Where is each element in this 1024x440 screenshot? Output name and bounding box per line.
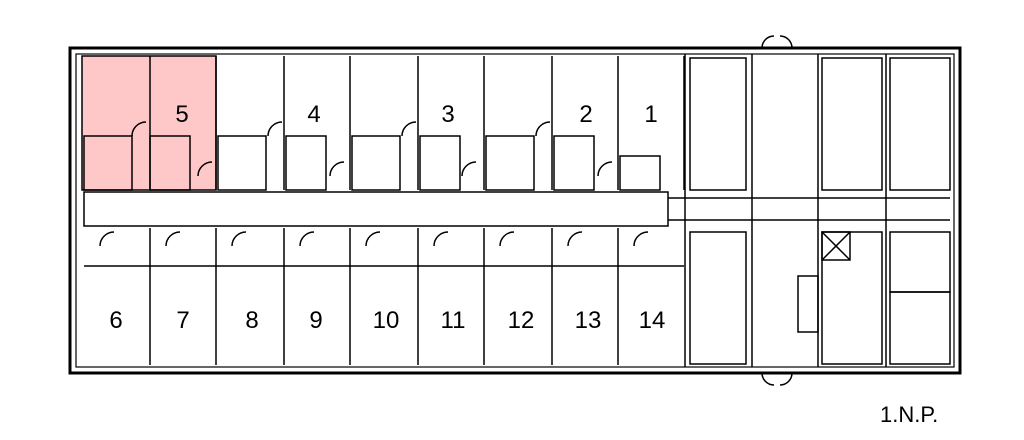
corridor	[83, 191, 669, 227]
room-number-12: 12	[508, 307, 535, 334]
room-5-highlight	[81, 55, 217, 191]
room-number-9: 9	[309, 307, 322, 334]
room-number-2: 2	[579, 101, 592, 128]
room-labels-north: 5 4 3 2 1	[175, 101, 657, 128]
room-number-13: 13	[575, 307, 602, 334]
room-number-3: 3	[441, 101, 454, 128]
floor-label: 1.N.P.	[880, 402, 939, 427]
outer-wall	[68, 46, 962, 375]
room-number-5: 5	[175, 101, 188, 128]
room-number-14: 14	[639, 307, 666, 334]
room-number-1: 1	[644, 101, 657, 128]
room-labels-south: 6 7 8 9 10 11 12 13 14	[109, 307, 665, 334]
inner-wall	[75, 53, 955, 368]
room-number-7: 7	[176, 307, 189, 334]
room-number-6: 6	[109, 307, 122, 334]
room-number-11: 11	[441, 307, 466, 334]
room-number-4: 4	[307, 101, 320, 128]
room-number-10: 10	[373, 307, 400, 334]
room-number-8: 8	[245, 307, 258, 334]
